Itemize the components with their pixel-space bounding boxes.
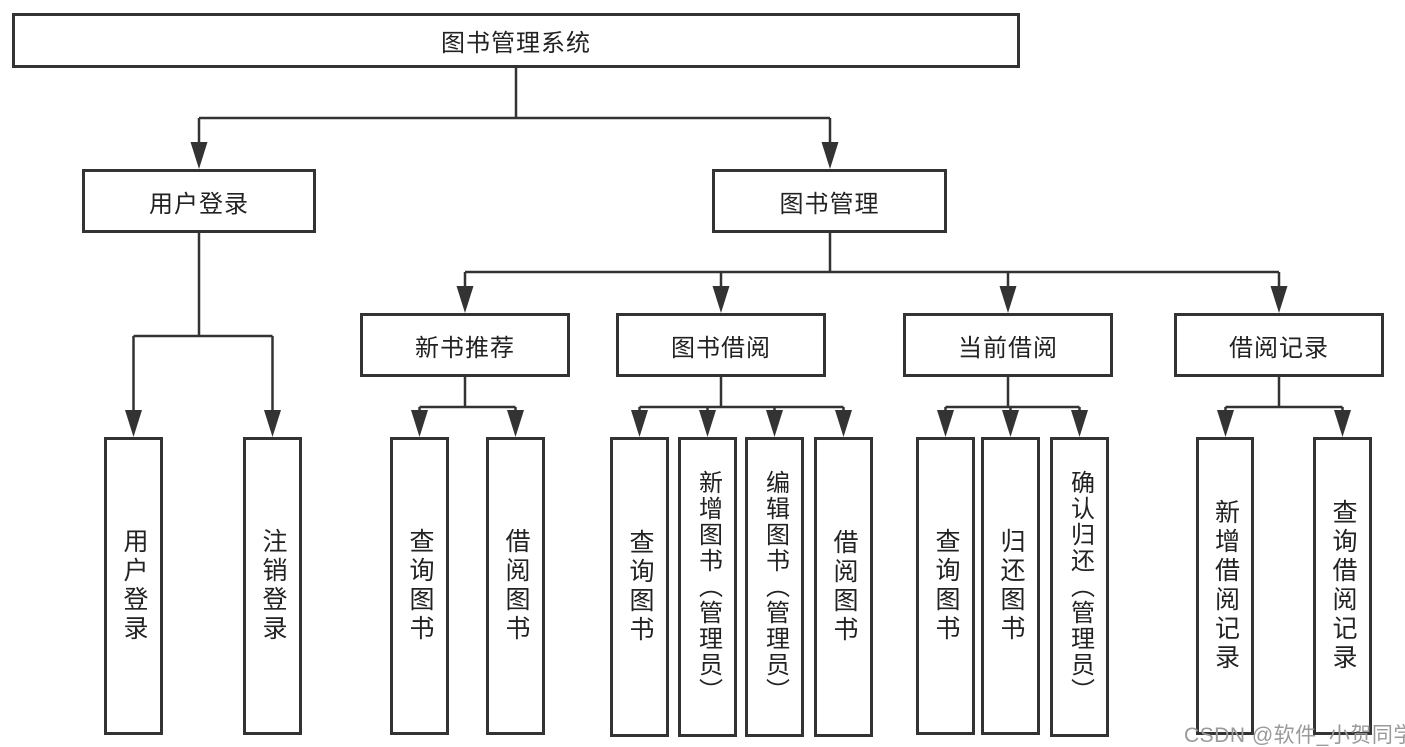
node-book-management: 图书管理	[712, 169, 947, 233]
leaf-borrow-books: 借阅图书	[486, 437, 545, 735]
node-label: 新书推荐	[415, 334, 515, 362]
node-label: 当前借阅	[958, 334, 1058, 362]
leaf-user-login: 用户登录	[104, 437, 163, 735]
leaf-query-books: 查询图书	[916, 437, 975, 735]
node-label: 查询图书	[626, 529, 654, 645]
node-label: 查询图书	[406, 528, 434, 644]
node-label: 查询借阅记录	[1329, 499, 1357, 673]
leaf-borrow-books: 借阅图书	[814, 437, 873, 737]
node-book-borrowing: 图书借阅	[616, 313, 826, 377]
node-user-login: 用户登录	[82, 169, 316, 233]
node-borrowing-records: 借阅记录	[1174, 313, 1384, 377]
leaf-add-book-admin: 新增图书（管理员）	[678, 437, 737, 737]
node-label: 图书管理系统	[441, 30, 591, 57]
node-label: 用户登录	[149, 190, 249, 218]
leaf-edit-book-admin: 编辑图书（管理员）	[745, 437, 804, 737]
node-label: 编辑图书（管理员）	[761, 470, 789, 704]
node-label: 确认归还（管理员）	[1066, 470, 1094, 704]
node-new-book-recommendation: 新书推荐	[360, 313, 570, 377]
node-label: 图书管理	[779, 190, 880, 218]
node-label: 借阅图书	[502, 528, 530, 644]
leaf-query-borrow-record: 查询借阅记录	[1313, 437, 1372, 735]
node-current-borrowing: 当前借阅	[903, 313, 1113, 377]
leaf-logout: 注销登录	[243, 437, 302, 735]
node-label: 用户登录	[120, 528, 148, 644]
leaf-add-borrow-record: 新增借阅记录	[1196, 437, 1254, 735]
node-label: 新增图书（管理员）	[694, 470, 722, 704]
node-label: 新增借阅记录	[1211, 499, 1240, 673]
node-library-management-system: 图书管理系统	[12, 13, 1020, 68]
node-label: 注销登录	[259, 528, 287, 644]
leaf-confirm-return-admin: 确认归还（管理员）	[1050, 437, 1109, 737]
node-label: 借阅图书	[830, 529, 858, 645]
node-label: 借阅记录	[1229, 334, 1329, 362]
node-label: 图书借阅	[671, 334, 771, 362]
node-label: 归还图书	[997, 528, 1025, 644]
leaf-query-books: 查询图书	[610, 437, 669, 737]
node-label: 查询图书	[932, 528, 960, 644]
leaf-return-books: 归还图书	[981, 437, 1040, 735]
leaf-query-books: 查询图书	[390, 437, 449, 735]
watermark: CSDN @软件_小贺同学	[1184, 724, 1405, 747]
